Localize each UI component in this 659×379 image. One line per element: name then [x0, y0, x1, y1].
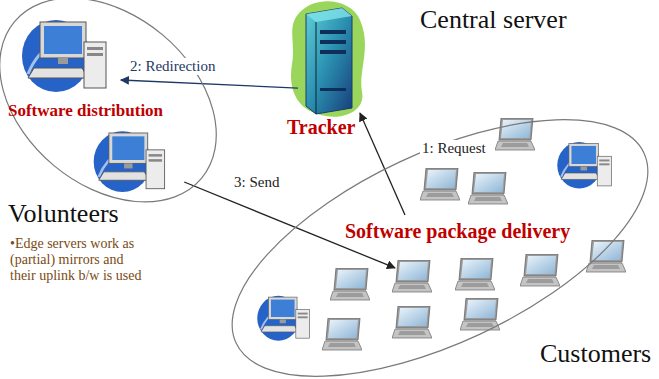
- edge-label: 3: Send: [232, 174, 281, 191]
- customer-laptop: [330, 268, 370, 300]
- customer-computer: [257, 296, 309, 341]
- customer-laptop: [520, 254, 560, 286]
- group-label: Volunteers: [8, 200, 119, 229]
- server-node: Central serverTracker: [285, 0, 570, 142]
- group-ellipse: Software distribution: [0, 2, 215, 202]
- customer-laptop: [460, 298, 500, 330]
- node-title: Software package delivery: [345, 220, 570, 242]
- server-icon: [306, 8, 352, 114]
- customer-laptop: [392, 260, 432, 292]
- customer-laptop: [392, 306, 432, 338]
- edge-label: 1: Request: [420, 140, 488, 157]
- customer-laptop: [468, 172, 508, 204]
- customer-computer: [557, 142, 611, 188]
- customer-laptop: [586, 240, 626, 272]
- node-heading: Central server: [420, 6, 567, 35]
- arrow-connector: [121, 80, 298, 88]
- note-text: •Edge servers work as (partial) mirrors …: [10, 236, 150, 284]
- customer-laptop: [322, 318, 362, 350]
- arrow-connector: [360, 113, 405, 215]
- volunteer-computer: [94, 131, 165, 192]
- node-heading: Customers: [540, 340, 651, 369]
- customer-laptop: [455, 258, 495, 290]
- server-blob: [291, 1, 365, 116]
- customer-laptop: [420, 168, 460, 200]
- volunteer-computer: [22, 20, 106, 92]
- edge-label: 2: Redirection: [128, 58, 217, 75]
- node-title: Tracker: [287, 116, 356, 138]
- node-title: Software distribution: [8, 102, 163, 121]
